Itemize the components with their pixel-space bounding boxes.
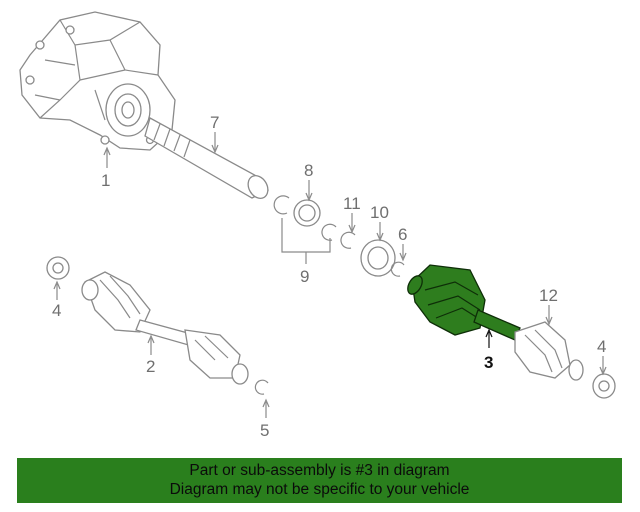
inner-cv-joint-part-3-highlighted	[407, 264, 521, 348]
bearing-part-8	[293, 180, 321, 227]
callout-6: 6	[398, 225, 407, 244]
snap-ring-part-9b	[321, 223, 337, 241]
snap-ring-part-11	[340, 213, 356, 249]
callout-3-highlighted: 3	[484, 353, 493, 372]
snap-ring-part-9a	[273, 195, 290, 215]
callout-8: 8	[304, 161, 313, 180]
differential-housing-part-1	[19, 11, 176, 168]
intermediate-shaft-part-7	[144, 117, 269, 199]
callout-2: 2	[146, 357, 155, 376]
snap-ring-part-5	[254, 379, 270, 418]
banner-line-1: Part or sub-assembly is #3 in diagram	[189, 462, 450, 479]
callout-1: 1	[101, 171, 110, 190]
callout-10: 10	[370, 203, 389, 222]
callout-5: 5	[260, 421, 269, 440]
callout-9: 9	[300, 267, 309, 286]
callout-12: 12	[539, 286, 558, 305]
callout-7: 7	[210, 113, 219, 132]
callout-11: 11	[343, 194, 361, 213]
snap-ring-part-6	[390, 244, 407, 277]
nut-part-4-left	[46, 256, 70, 300]
nut-part-4-right	[592, 356, 616, 399]
callout-4-left: 4	[52, 301, 61, 320]
bracket-part-9	[281, 218, 331, 264]
seal-part-10	[360, 222, 396, 277]
outer-cv-joint-part-12	[514, 305, 584, 381]
info-banner: Part or sub-assembly is #3 in diagram Di…	[17, 458, 622, 503]
callout-4-right: 4	[597, 337, 606, 356]
banner-line-2: Diagram may not be specific to your vehi…	[169, 481, 470, 498]
axle-shaft-part-2	[81, 271, 249, 385]
